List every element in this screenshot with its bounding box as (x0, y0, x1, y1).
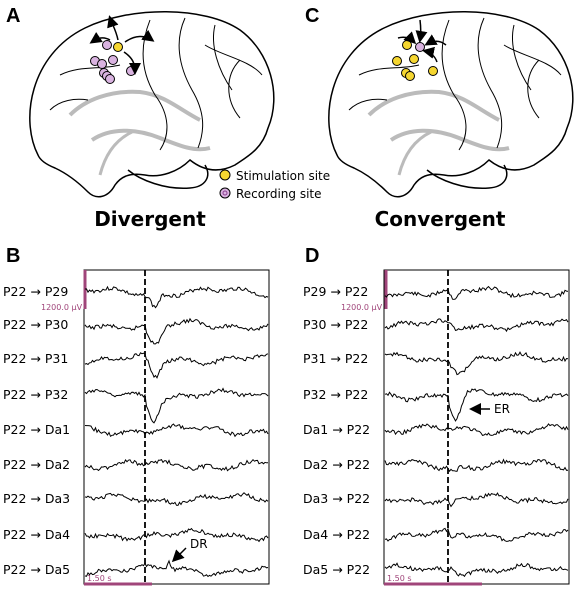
trace-waveform (84, 352, 269, 379)
trace-waveform (84, 492, 269, 506)
panel-b-frame (83, 269, 270, 585)
legend-recording-label: Recording site (236, 187, 322, 201)
trace-label: P22 → P30 (3, 317, 68, 332)
stimulation-legend-icon (219, 169, 231, 181)
trace-label: Da1 → P22 (303, 422, 370, 437)
rec-site (108, 55, 118, 65)
trace-waveform (384, 562, 569, 578)
panel-d-frame (383, 269, 570, 585)
rec-site (415, 42, 425, 52)
trace-waveform (84, 387, 269, 424)
trace-waveform (384, 285, 569, 300)
trace-waveform (84, 527, 269, 543)
legend: Stimulation site Recording site (219, 169, 330, 201)
electrodes-a (89, 15, 155, 84)
panel-c-letter: C (305, 5, 319, 27)
trace-label: P30 → P22 (303, 317, 368, 332)
trace-label: P22 → Da5 (3, 562, 70, 577)
panel-b-time-label: 1.50 s (87, 574, 112, 583)
recording-legend-icon (219, 187, 231, 199)
trace-waveform (384, 458, 569, 473)
trace-label: P22 → P29 (3, 284, 68, 299)
panel-d-traces (384, 285, 569, 578)
trace-label: P22 → P32 (3, 387, 68, 402)
panel-d-amp-label: 1200.0 µV (341, 303, 383, 312)
recording-legend-inner (222, 190, 228, 196)
trace-label: P22 → P31 (3, 351, 68, 366)
stim-site (113, 42, 123, 52)
trace-waveform (84, 559, 269, 578)
trace-waveform (384, 388, 569, 422)
trace-waveform (84, 423, 269, 438)
panel-d-letter: D (305, 245, 319, 267)
brain-a (29, 11, 275, 198)
electrodes-c (392, 19, 447, 81)
rec-site (97, 59, 107, 69)
trace-waveform (384, 318, 569, 333)
stim-site (402, 40, 412, 50)
brain-c (328, 11, 574, 198)
trace-label: P22 → Da1 (3, 422, 70, 437)
convergent-title: Convergent (375, 207, 506, 231)
trace-waveform (84, 458, 268, 472)
trace-label: P22 → Da4 (3, 527, 70, 542)
panel-b-annotation: DR (190, 537, 208, 551)
stim-site (409, 54, 419, 64)
trace-label: Da4 → P22 (303, 527, 370, 542)
trace-label: Da3 → P22 (303, 491, 370, 506)
trace-label: Da2 → P22 (303, 457, 370, 472)
trace-waveform (384, 527, 569, 542)
panel-b-annotation-arrow (171, 547, 187, 563)
panel-a-letter: A (6, 5, 20, 27)
panel-d-time-label: 1.50 s (387, 574, 412, 583)
trace-label: P32 → P22 (303, 387, 368, 402)
trace-label: Da5 → P22 (303, 562, 370, 577)
trace-waveform (384, 492, 569, 508)
trace-label: P31 → P22 (303, 351, 368, 366)
legend-stimulation-label: Stimulation site (236, 169, 330, 183)
panel-b-traces (84, 285, 269, 578)
stim-site (392, 56, 402, 66)
stim-site (428, 66, 438, 76)
divergent-title: Divergent (94, 207, 206, 231)
panel-d-annotation: ER (494, 402, 510, 416)
rec-site (105, 74, 115, 84)
trace-label: P29 → P22 (303, 284, 368, 299)
trace-waveform (84, 285, 269, 309)
trace-waveform (84, 317, 269, 345)
trace-label: P22 → Da3 (3, 491, 70, 506)
trace-waveform (384, 423, 569, 436)
trace-label: P22 → Da2 (3, 457, 70, 472)
panel-b-amp-label: 1200.0 µV (41, 303, 83, 312)
stim-site (405, 71, 415, 81)
rec-site (102, 40, 112, 50)
panel-b-letter: B (6, 245, 20, 267)
trace-waveform (384, 351, 569, 376)
